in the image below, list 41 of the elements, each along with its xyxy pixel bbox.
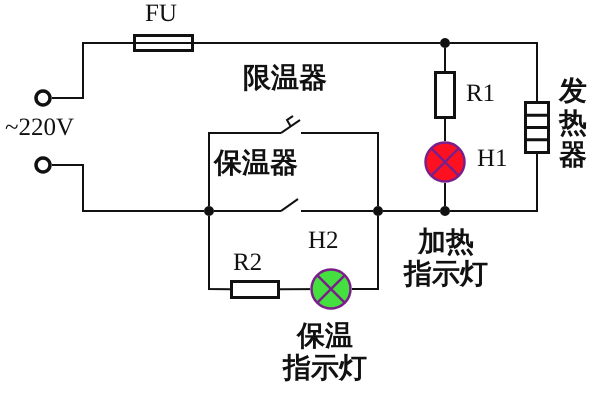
junction-dot bbox=[373, 206, 383, 216]
terminal-icon bbox=[34, 156, 52, 174]
switch-symbol bbox=[281, 197, 301, 212]
resistor-symbol bbox=[434, 71, 456, 119]
wire bbox=[208, 132, 282, 206]
component-label: FU bbox=[145, 0, 177, 29]
component-label: H2 bbox=[308, 227, 339, 256]
component-label: 保温器 bbox=[214, 147, 298, 180]
indicator-label: 加热指示灯 bbox=[404, 226, 489, 290]
fuse-symbol bbox=[133, 34, 194, 52]
component-label: 发热器 bbox=[559, 75, 588, 172]
lamp-symbol bbox=[424, 141, 466, 183]
junction-dot bbox=[440, 38, 450, 48]
wire bbox=[208, 216, 230, 290]
component-label: H1 bbox=[477, 145, 508, 174]
terminal-icon bbox=[34, 89, 52, 107]
component-label: 限温器 bbox=[243, 62, 327, 94]
component-label: R2 bbox=[233, 249, 262, 278]
thermal-switch-symbol bbox=[281, 114, 301, 134]
wire bbox=[52, 42, 133, 99]
wire bbox=[444, 183, 446, 206]
wire bbox=[383, 210, 440, 212]
resistor-symbol bbox=[230, 280, 280, 299]
lamp-symbol bbox=[310, 268, 352, 310]
voltage-label: ~220V bbox=[5, 114, 74, 143]
wire bbox=[214, 210, 282, 212]
wire bbox=[300, 132, 379, 206]
wire bbox=[300, 210, 373, 212]
wire bbox=[444, 48, 446, 71]
junction-dot bbox=[204, 206, 214, 216]
wire bbox=[352, 216, 379, 290]
junction-dot bbox=[440, 206, 450, 216]
heater-symbol bbox=[524, 101, 550, 154]
indicator-label: 保温指示灯 bbox=[283, 320, 368, 384]
wire bbox=[450, 154, 538, 212]
wire bbox=[450, 42, 538, 101]
wire bbox=[52, 164, 204, 212]
wire bbox=[194, 42, 440, 44]
component-label: R1 bbox=[466, 80, 496, 109]
wire bbox=[280, 288, 310, 290]
wire bbox=[444, 119, 446, 141]
